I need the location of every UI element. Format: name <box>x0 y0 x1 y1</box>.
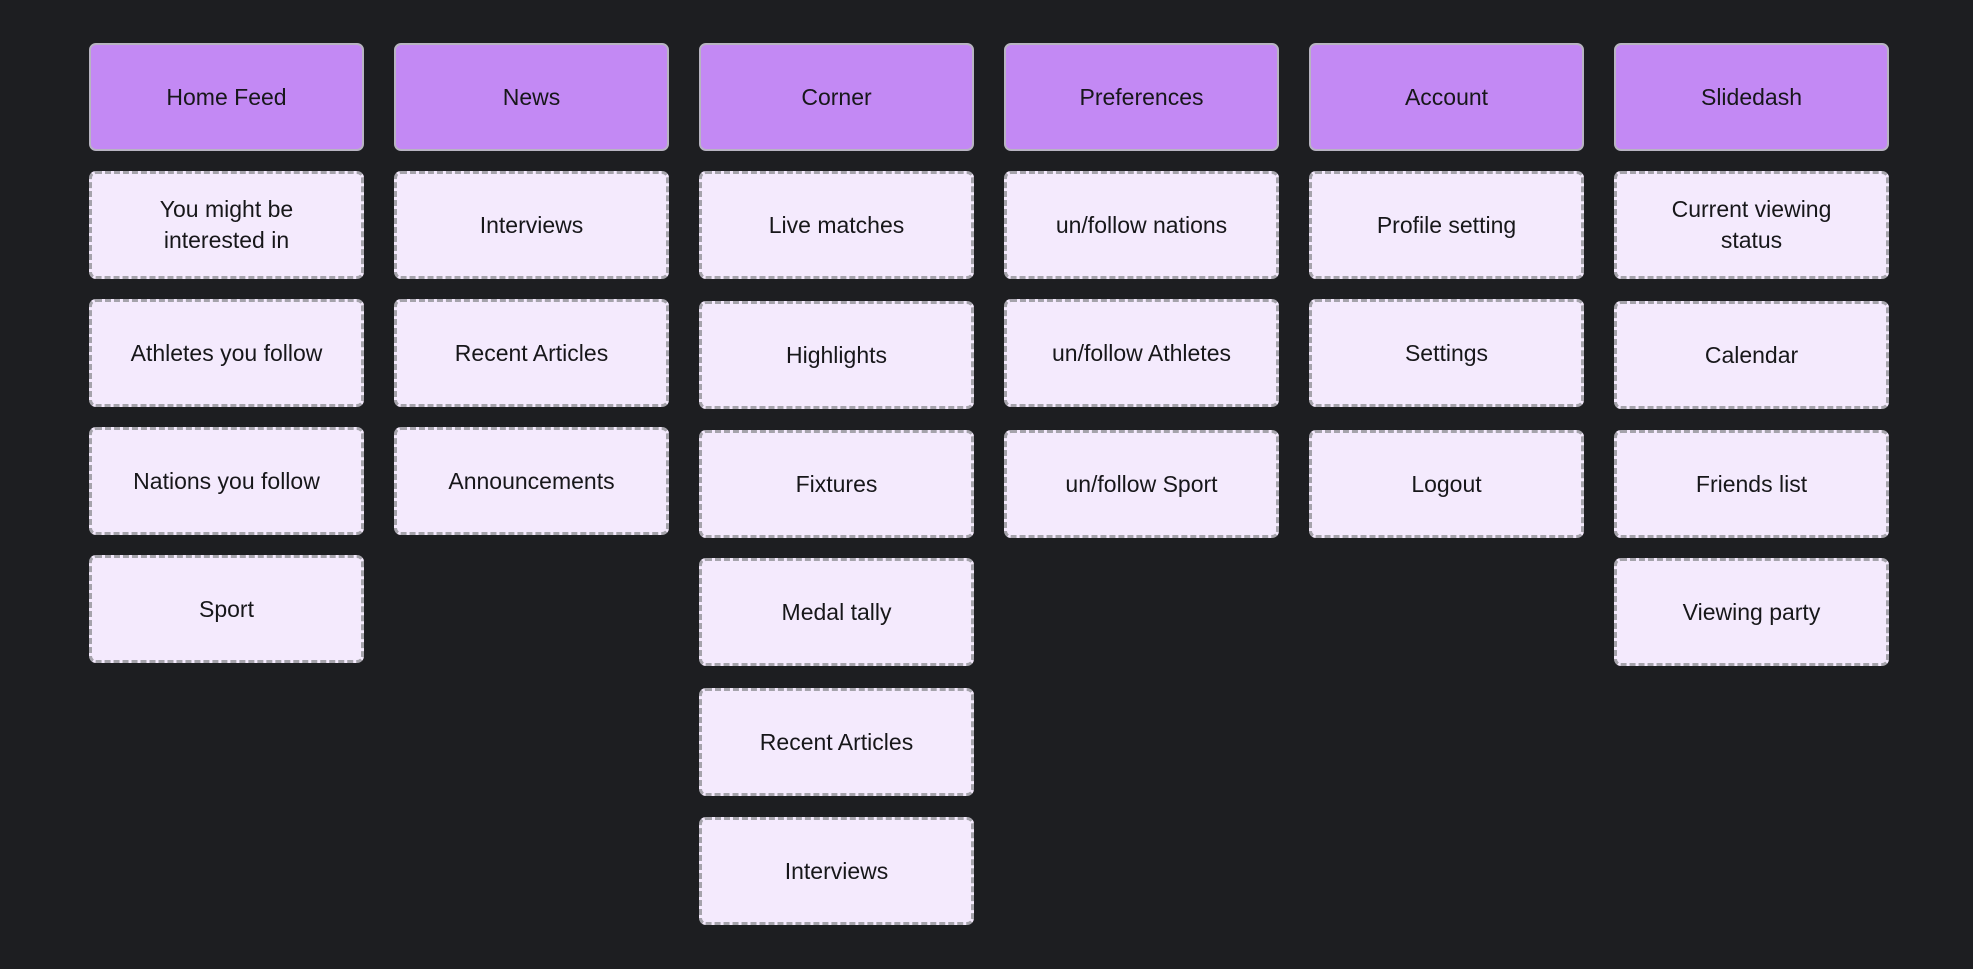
node-highlights: Highlights <box>699 301 974 409</box>
node-nations-you-follow: Nations you follow <box>89 427 364 535</box>
header-preferences: Preferences <box>1004 43 1279 151</box>
node-recent-articles: Recent Articles <box>394 299 669 407</box>
node-sport: Sport <box>89 555 364 663</box>
node-medal-tally: Medal tally <box>699 558 974 666</box>
header-home-feed: Home Feed <box>89 43 364 151</box>
node-settings: Settings <box>1309 299 1584 407</box>
node-interviews: Interviews <box>394 171 669 279</box>
node-fixtures: Fixtures <box>699 430 974 538</box>
header-corner: Corner <box>699 43 974 151</box>
node-unfollow-athletes: un/follow Athletes <box>1004 299 1279 407</box>
node-announcements: Announcements <box>394 427 669 535</box>
node-recent-articles: Recent Articles <box>699 688 974 796</box>
node-you-might-be-interested-in: You might be interested in <box>89 171 364 279</box>
node-calendar: Calendar <box>1614 301 1889 409</box>
node-unfollow-nations: un/follow nations <box>1004 171 1279 279</box>
node-interviews: Interviews <box>699 817 974 925</box>
node-profile-setting: Profile setting <box>1309 171 1584 279</box>
header-news: News <box>394 43 669 151</box>
node-unfollow-sport: un/follow Sport <box>1004 430 1279 538</box>
node-current-viewing-status: Current viewing status <box>1614 171 1889 279</box>
node-friends-list: Friends list <box>1614 430 1889 538</box>
node-live-matches: Live matches <box>699 171 974 279</box>
header-slidedash: Slidedash <box>1614 43 1889 151</box>
node-viewing-party: Viewing party <box>1614 558 1889 666</box>
node-logout: Logout <box>1309 430 1584 538</box>
header-account: Account <box>1309 43 1584 151</box>
node-athletes-you-follow: Athletes you follow <box>89 299 364 407</box>
